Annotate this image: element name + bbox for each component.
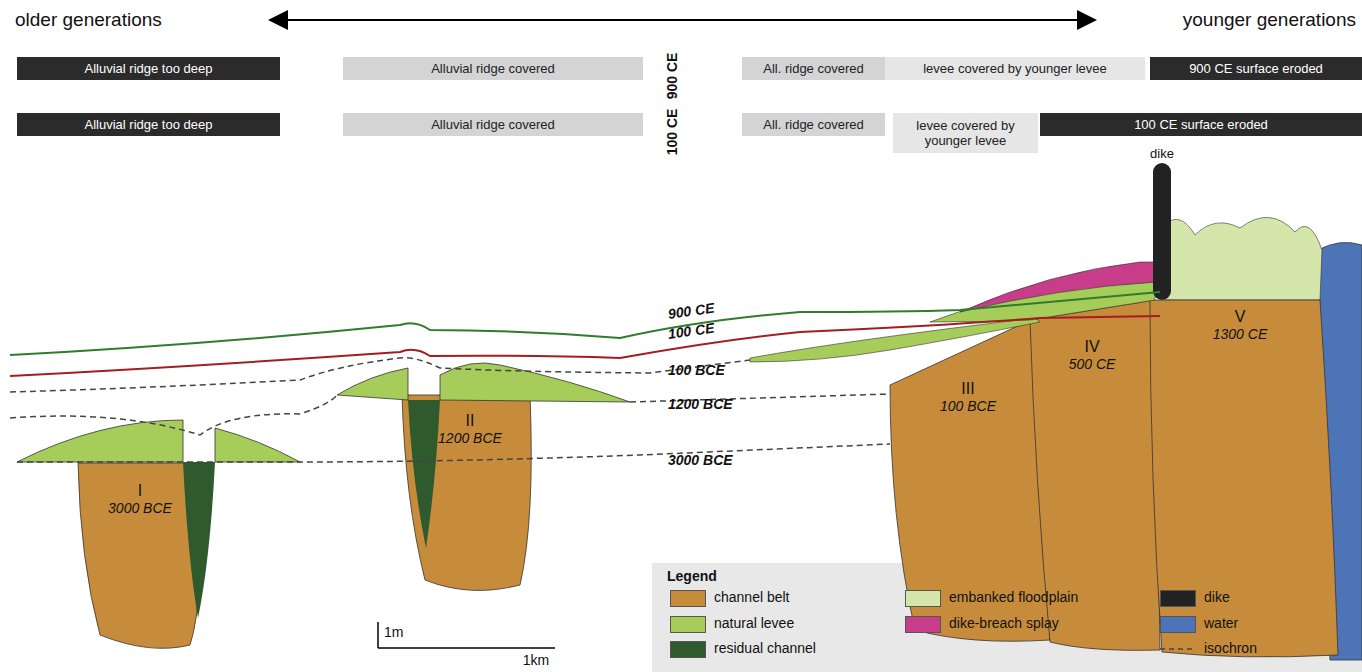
bar-text: Alluvial ridge covered xyxy=(431,117,555,132)
legend-swatch xyxy=(670,616,706,633)
legend-swatch xyxy=(670,641,706,658)
bar-text: All. ridge covered xyxy=(763,117,863,132)
legend-swatch xyxy=(1160,616,1196,633)
status-bar: Alluvial ridge too deep xyxy=(17,57,280,80)
scale-label: 1km xyxy=(523,652,549,668)
legend-text: residual channel xyxy=(714,640,816,656)
legend-text: water xyxy=(1204,615,1238,631)
status-bar: Alluvial ridge covered xyxy=(343,113,643,136)
isochron-label: 3000 BCE xyxy=(668,452,733,468)
bar-text: levee covered by younger levee xyxy=(923,61,1107,76)
legend-text: isochron xyxy=(1204,640,1257,656)
generation-age: 1300 CE xyxy=(1213,326,1267,342)
status-bar: levee covered by younger levee xyxy=(893,113,1038,153)
generation-age: 1200 BCE xyxy=(438,430,502,446)
axis-label: older generations xyxy=(15,9,162,30)
status-bar: All. ridge covered xyxy=(742,113,885,136)
status-bar: 900 CE surface eroded xyxy=(1150,57,1362,80)
scale-label: 1m xyxy=(384,624,403,640)
isochron-label: 1200 BCE xyxy=(668,396,733,412)
generation-number: I xyxy=(138,482,142,500)
legend-swatch xyxy=(905,616,941,633)
status-bar: 100 CE surface eroded xyxy=(1040,113,1362,136)
bar-text: Alluvial ridge too deep xyxy=(85,117,213,132)
legend-text: natural levee xyxy=(714,615,794,631)
legend-text: dike xyxy=(1204,589,1230,605)
legend-swatch xyxy=(670,590,706,607)
generation-number: III xyxy=(961,380,974,398)
status-bar: Alluvial ridge too deep xyxy=(17,113,280,136)
generation-number: II xyxy=(466,412,475,430)
isochron-label: 900 CE xyxy=(667,300,715,322)
bar-text: 900 CE surface eroded xyxy=(1189,61,1323,76)
dike-label: dike xyxy=(1150,146,1174,161)
status-bar: Alluvial ridge covered xyxy=(343,57,643,80)
time-label: 100 CE xyxy=(664,109,680,156)
generation-number: V xyxy=(1235,308,1246,326)
generation-age: 3000 BCE xyxy=(108,500,172,516)
legend-swatch xyxy=(1160,590,1196,607)
legend-text: channel belt xyxy=(714,589,790,605)
bar-text: levee covered by younger levee xyxy=(897,118,1034,148)
generation-age: 500 CE xyxy=(1069,356,1116,372)
status-bar: All. ridge covered xyxy=(742,57,885,80)
legend-swatch xyxy=(905,590,941,607)
generation-age: 100 BCE xyxy=(940,398,996,414)
isochron-label: 100 CE xyxy=(667,320,715,342)
bar-text: All. ridge covered xyxy=(763,61,863,76)
isochron-label: 100 BCE xyxy=(668,362,725,378)
status-bar: levee covered by younger levee xyxy=(885,57,1145,80)
axis-label: younger generations xyxy=(1183,9,1356,30)
bar-text: Alluvial ridge too deep xyxy=(85,61,213,76)
generation-number: IV xyxy=(1084,338,1099,356)
bar-text: 100 CE surface eroded xyxy=(1134,117,1268,132)
legend-title: Legend xyxy=(667,568,717,584)
legend-line-sample xyxy=(1160,648,1194,650)
legend-text: embanked floodplain xyxy=(949,589,1078,605)
legend-text: dike-breach splay xyxy=(949,615,1059,631)
time-label: 900 CE xyxy=(664,53,680,100)
bar-text: Alluvial ridge covered xyxy=(431,61,555,76)
